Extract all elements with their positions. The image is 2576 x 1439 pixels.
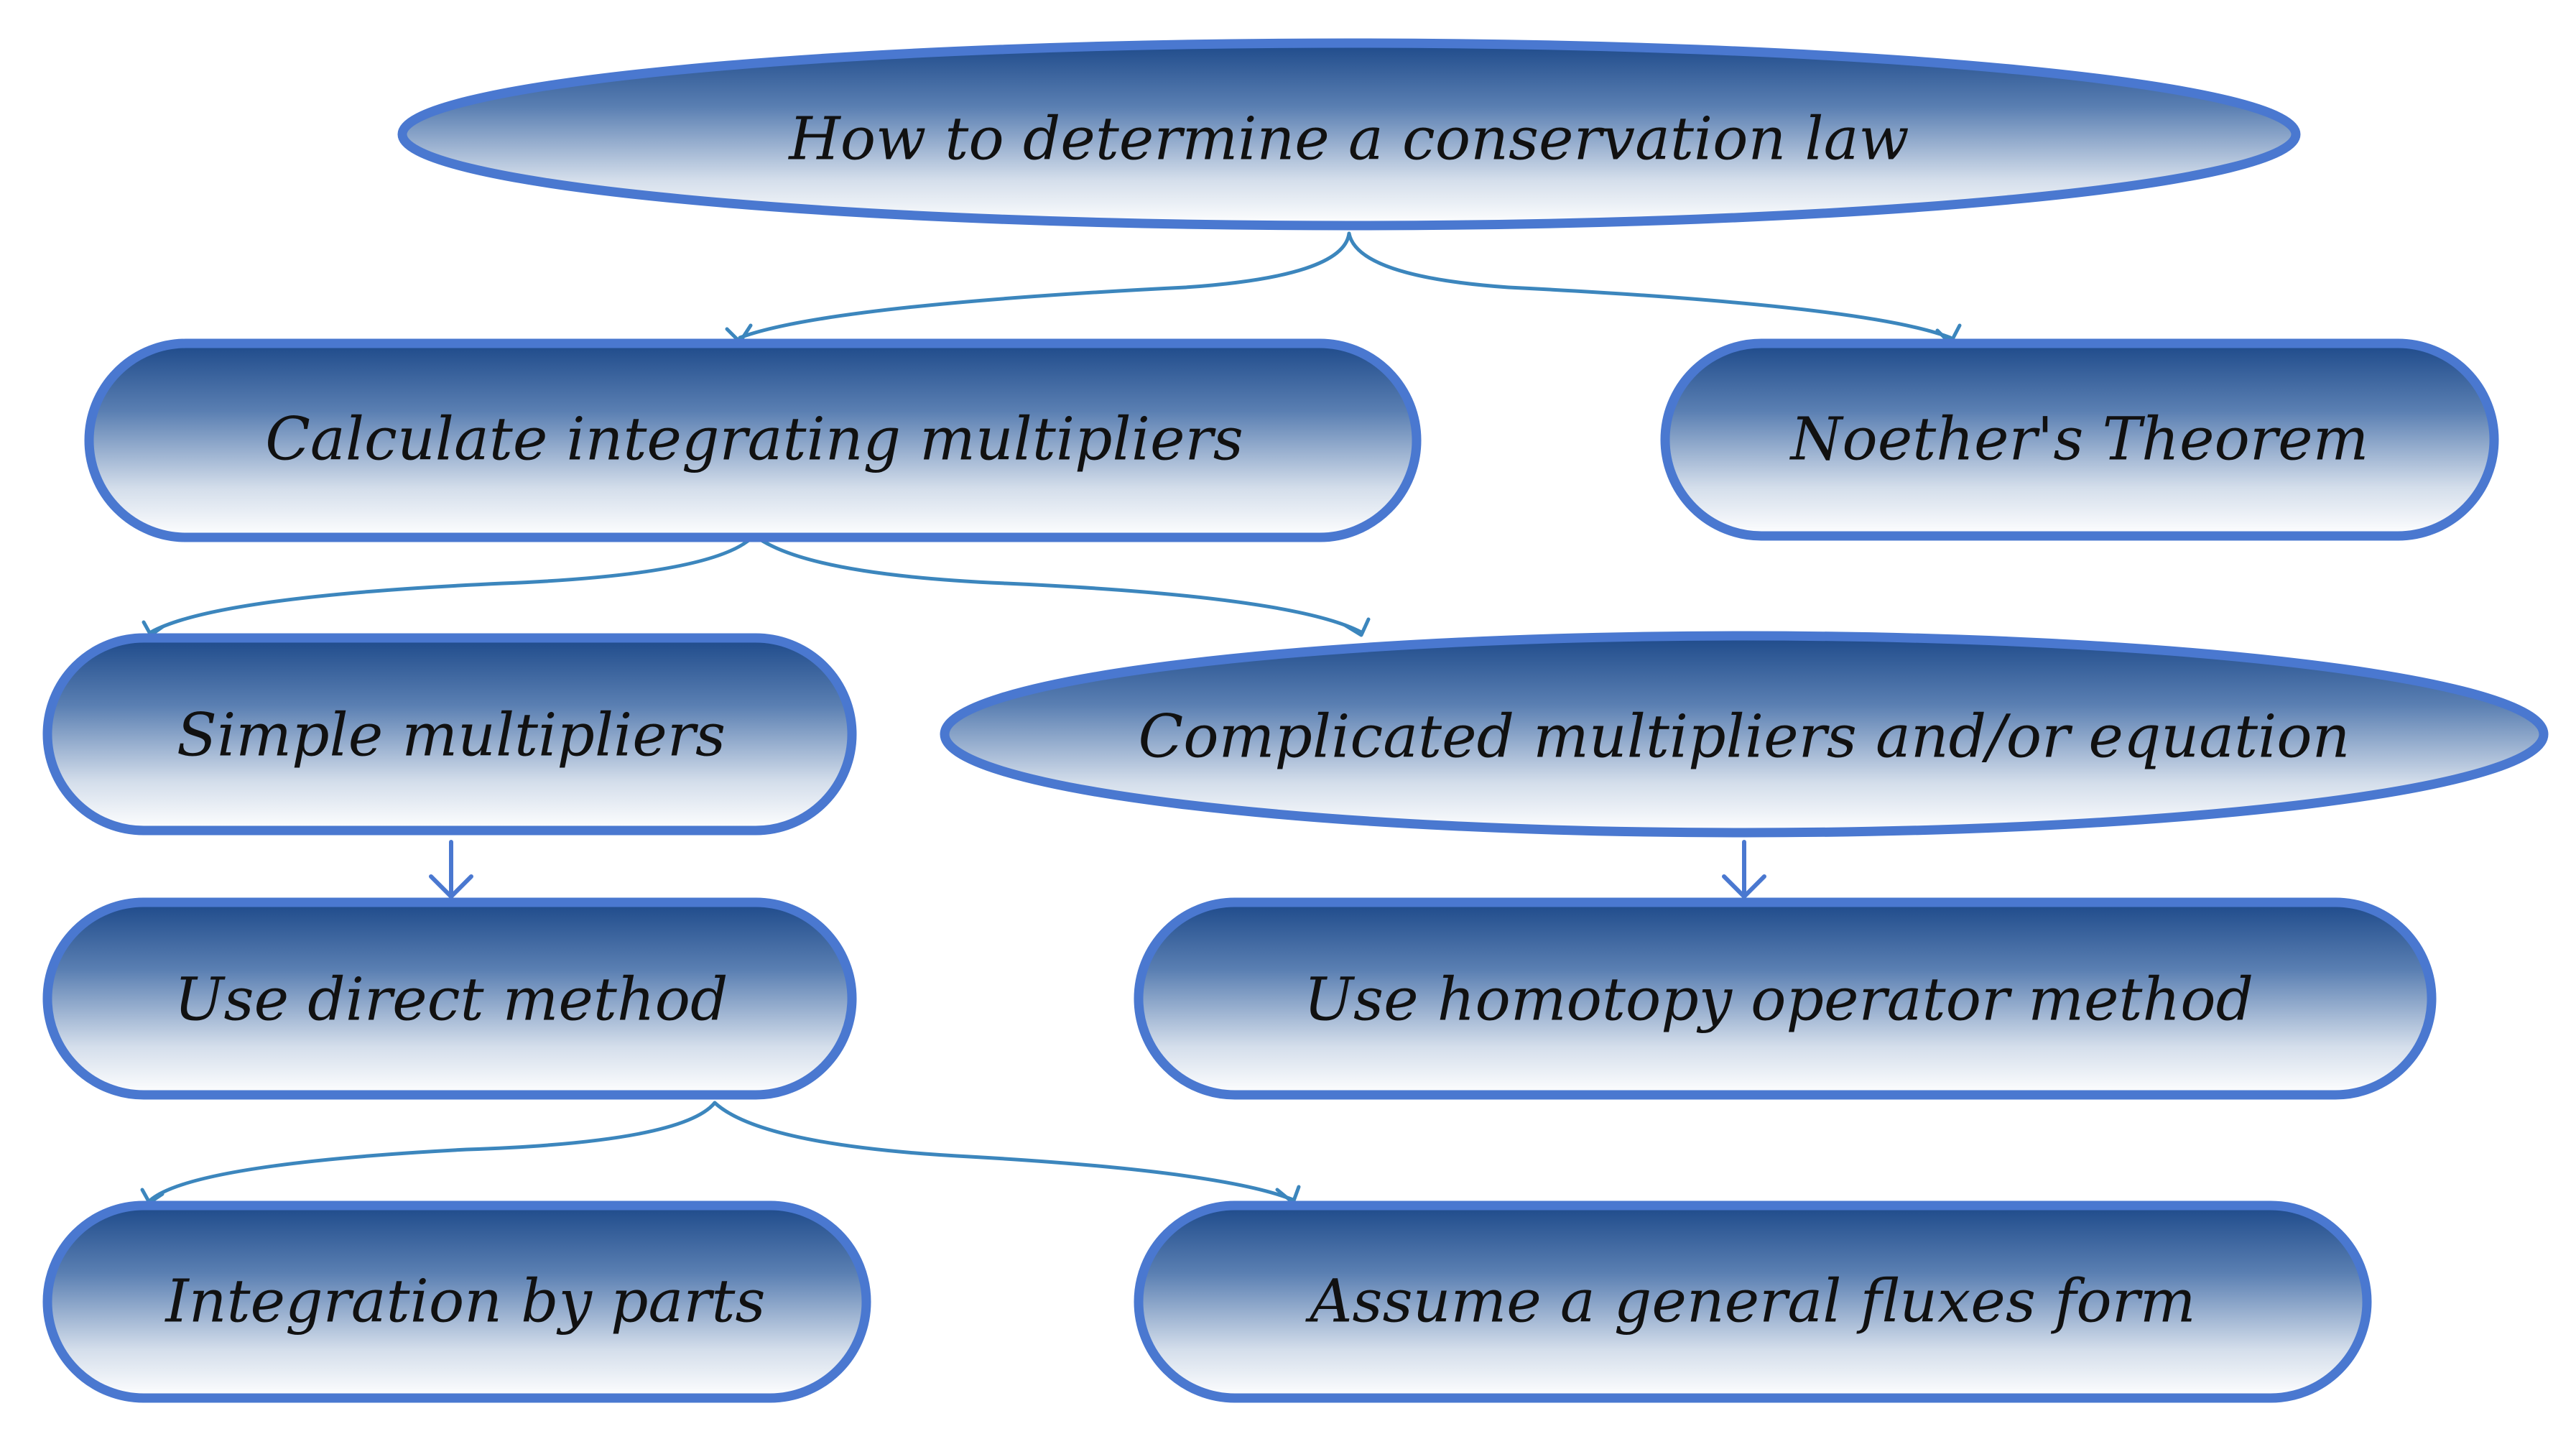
node-by-parts[interactable]: Integration by parts bbox=[42, 1200, 871, 1403]
node-root[interactable]: How to determine a conservation law bbox=[397, 38, 2301, 231]
connector-root-to-noether bbox=[1347, 231, 1952, 340]
arrowhead-simple bbox=[142, 620, 165, 637]
node-homotopy-label: Use homotopy operator method bbox=[1304, 966, 2253, 1035]
node-simple-label: Simple multipliers bbox=[177, 702, 726, 770]
node-complicated[interactable]: Complicated multipliers and/or equation bbox=[940, 631, 2549, 838]
node-homotopy[interactable]: Use homotopy operator method bbox=[1134, 897, 2437, 1100]
node-by-parts-label: Integration by parts bbox=[164, 1268, 765, 1336]
node-root-label: How to determine a conservation law bbox=[787, 106, 1909, 174]
node-fluxes-label: Assume a general fluxes form bbox=[1305, 1268, 2195, 1336]
connector-root-to-calc bbox=[738, 231, 1351, 340]
node-complicated-label: Complicated multipliers and/or equation bbox=[1139, 703, 2350, 772]
node-simple[interactable]: Simple multipliers bbox=[42, 633, 857, 836]
connector-calc-to-simple bbox=[149, 533, 756, 634]
connectors bbox=[140, 231, 1962, 1205]
node-calc-multipliers-label: Calculate integrating multipliers bbox=[265, 406, 1243, 474]
node-calc-multipliers[interactable]: Calculate integrating multipliers bbox=[84, 338, 1422, 542]
connector-calc-to-complicated bbox=[752, 533, 1363, 634]
arrowhead-byparts bbox=[140, 1188, 165, 1205]
straight-arrows bbox=[429, 840, 1766, 899]
node-direct[interactable]: Use direct method bbox=[42, 897, 857, 1100]
node-noether[interactable]: Noether's Theorem bbox=[1660, 338, 2499, 541]
arrowhead-homotopy bbox=[1722, 874, 1766, 899]
connector-direct-to-byparts bbox=[149, 1101, 717, 1202]
node-direct-label: Use direct method bbox=[174, 966, 728, 1035]
connector-direct-to-fluxes bbox=[713, 1101, 1295, 1202]
arrowhead-direct bbox=[429, 874, 473, 899]
node-fluxes[interactable]: Assume a general fluxes form bbox=[1134, 1200, 2372, 1403]
node-noether-label: Noether's Theorem bbox=[1789, 406, 2369, 474]
arrowhead-complicated bbox=[1343, 617, 1371, 637]
